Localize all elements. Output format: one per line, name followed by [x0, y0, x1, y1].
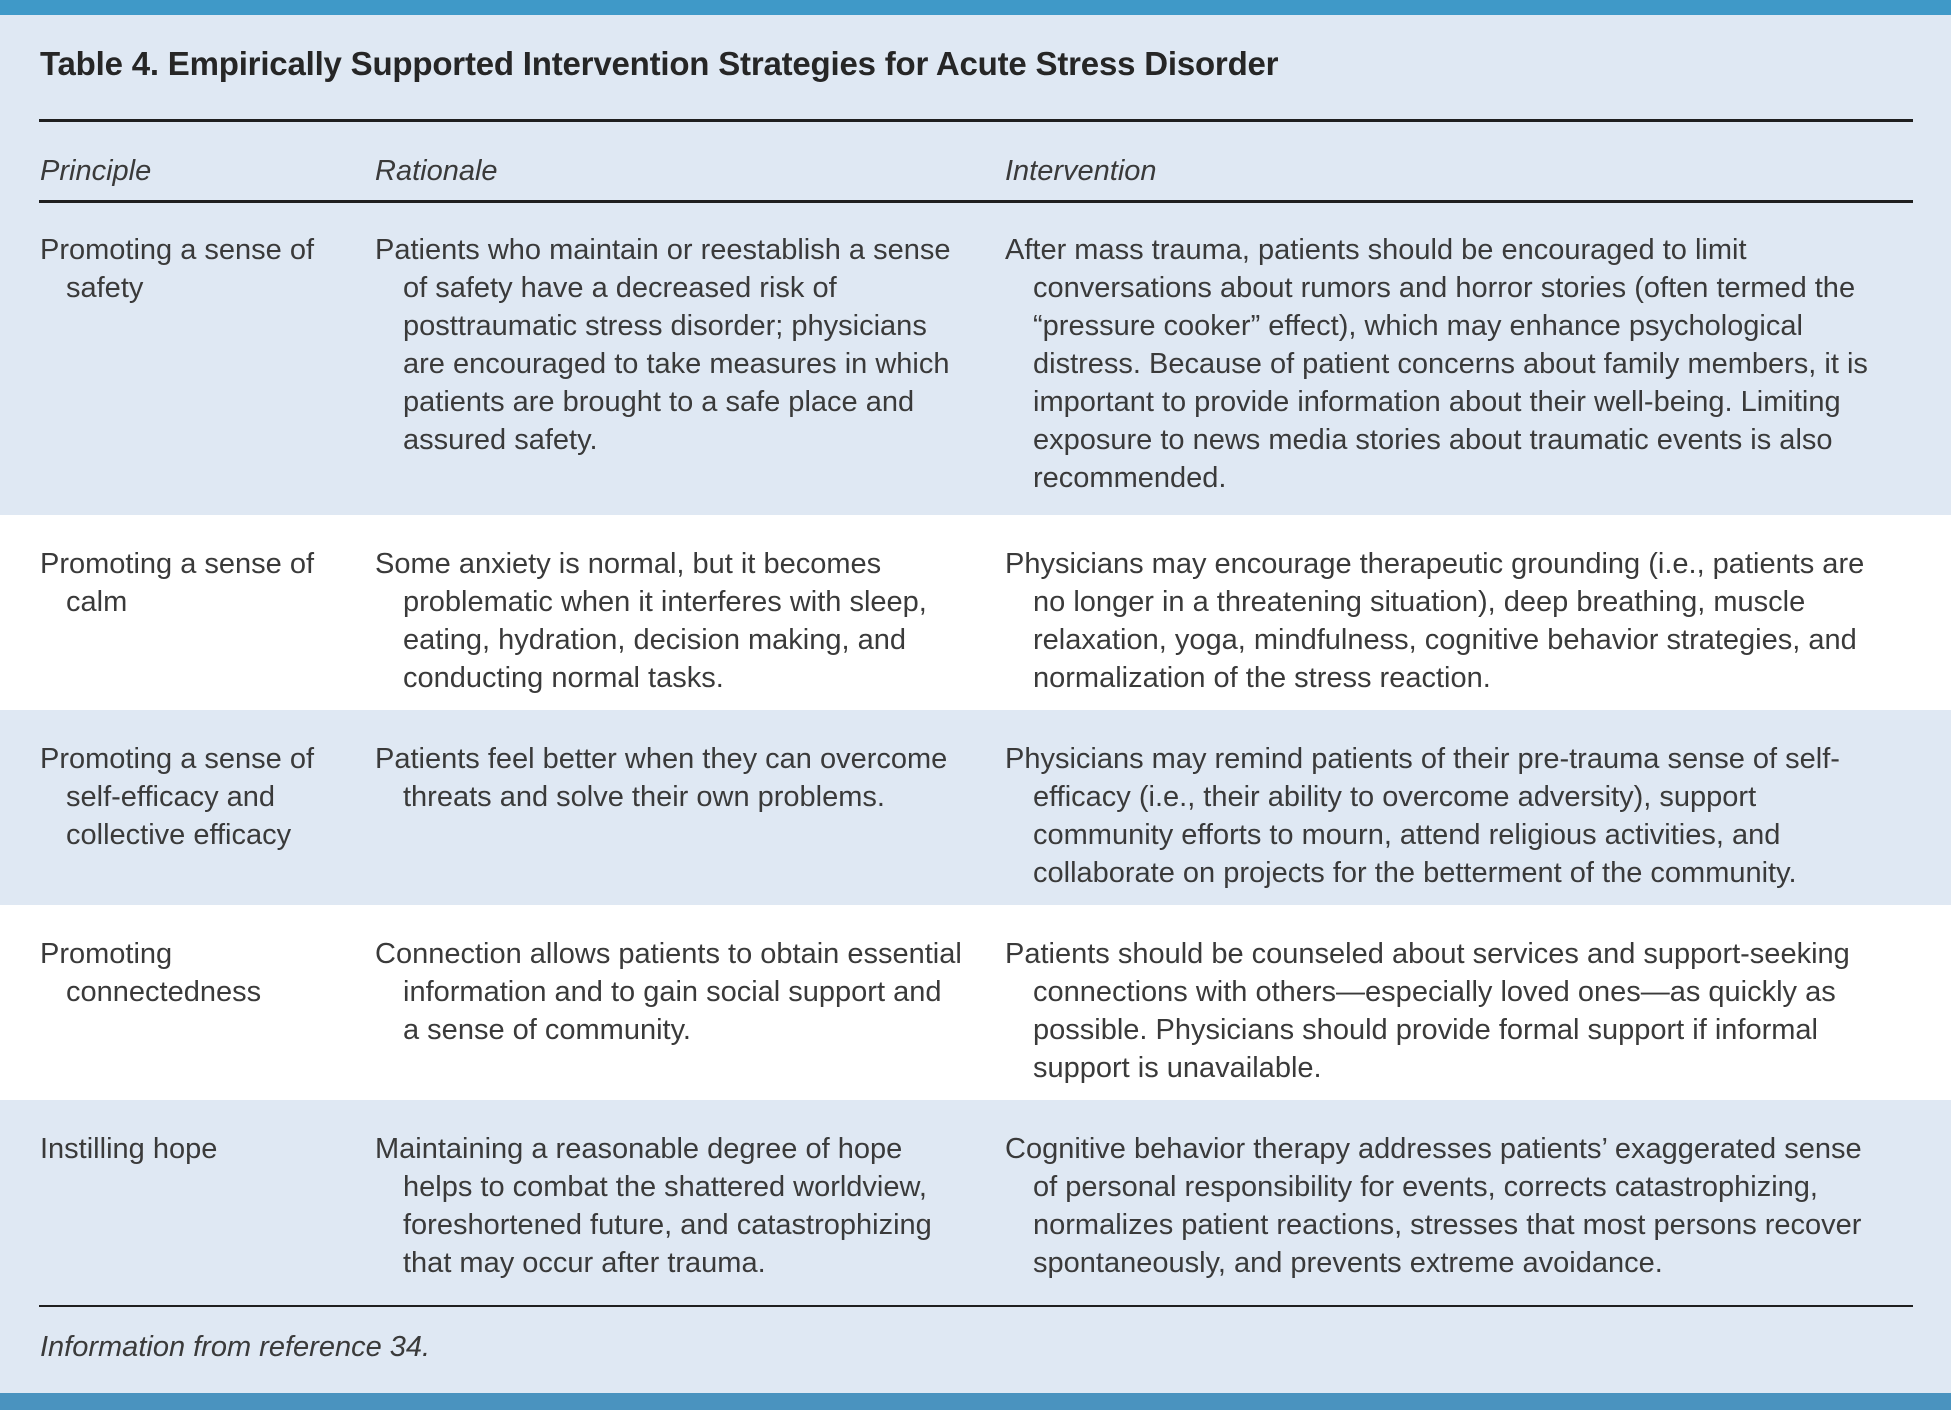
- table-title: Table 4. Empirically Supported Intervent…: [40, 45, 1279, 82]
- title-rule: [39, 119, 1913, 122]
- cell-rationale: Maintaining a reasonable degree of hope …: [375, 1133, 932, 1279]
- column-header-row: Principle Rationale Intervention: [0, 122, 1951, 200]
- table-panel: Table 4. Empirically Supported Intervent…: [0, 15, 1951, 1393]
- cell-principle: Promoting a sense of self-efficacy and c…: [40, 743, 315, 851]
- cell-principle: Promoting a sense of safety: [40, 234, 315, 304]
- cell-rationale: Patients feel better when they can overc…: [375, 743, 948, 813]
- column-header-principle: Principle: [40, 155, 152, 187]
- column-header-intervention: Intervention: [1005, 155, 1157, 187]
- cell-rationale: Connection allows patients to obtain ess…: [375, 938, 962, 1046]
- cell-intervention: After mass trauma, patients should be en…: [1005, 234, 1868, 494]
- cell-intervention: Cognitive behavior therapy addresses pat…: [1005, 1133, 1862, 1279]
- footnote-rule: [39, 1305, 1913, 1307]
- cell-principle: Promoting connectedness: [40, 938, 262, 1008]
- cell-intervention: Patients should be counseled about servi…: [1005, 938, 1850, 1084]
- footnote-block: Information from reference 34.: [0, 1307, 1951, 1393]
- cell-intervention: Physicians may remind patients of their …: [1005, 743, 1840, 889]
- footnote-text: Information from reference 34.: [40, 1331, 431, 1363]
- column-header-rationale: Rationale: [375, 155, 498, 187]
- cell-principle: Promoting a sense of calm: [40, 548, 315, 618]
- table-row: Promoting a sense of self-efficacy and c…: [0, 710, 1951, 905]
- top-accent-bar: [0, 0, 1951, 15]
- table-row: Instilling hope Maintaining a reasonable…: [0, 1100, 1951, 1305]
- header-rule: [39, 200, 1913, 203]
- cell-rationale: Some anxiety is normal, but it becomes p…: [375, 548, 927, 694]
- table-row: Promoting a sense of safety Patients who…: [0, 203, 1951, 515]
- cell-rationale: Patients who maintain or reestablish a s…: [375, 234, 951, 456]
- cell-principle: Instilling hope: [40, 1133, 218, 1165]
- cell-intervention: Physicians may encourage therapeutic gro…: [1005, 548, 1865, 694]
- table-title-block: Table 4. Empirically Supported Intervent…: [0, 15, 1951, 119]
- table-row: Promoting connectedness Connection allow…: [0, 905, 1951, 1100]
- bottom-accent-bar: [0, 1393, 1951, 1410]
- table-row: Promoting a sense of calm Some anxiety i…: [0, 515, 1951, 710]
